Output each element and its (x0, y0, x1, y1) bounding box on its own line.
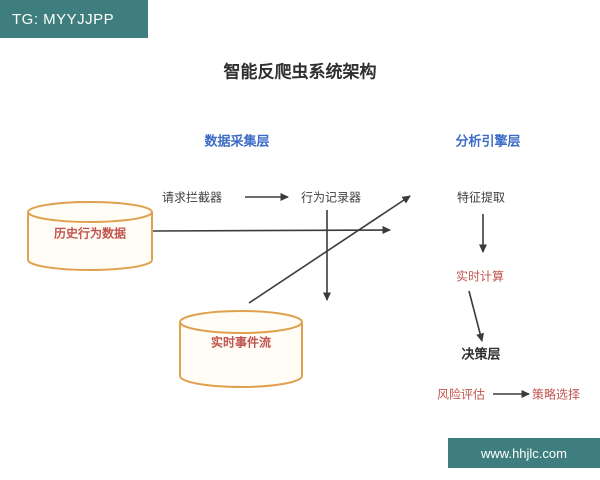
node-feature-extraction: 特征提取 (456, 190, 506, 205)
event-stream-label: 实时事件流 (210, 335, 272, 350)
layer-label-analysis-engine: 分析引擎层 (455, 133, 521, 149)
node-request-interceptor: 请求拦截器 (161, 190, 223, 205)
node-risk-assessment: 风险评估 (436, 387, 486, 402)
layer-label-decision: 决策层 (461, 346, 501, 362)
tg-badge: TG: MYYJJPP (0, 0, 148, 38)
diagram-title: 智能反爬虫系统架构 (223, 62, 377, 82)
event-stream-cylinder (179, 310, 303, 388)
node-strategy-selection: 策略选择 (531, 387, 581, 402)
history-data-label: 历史行为数据 (53, 226, 127, 241)
layer-label-data-collection: 数据采集层 (204, 133, 270, 149)
history-data-cylinder-top-arc (27, 211, 153, 223)
arrow-compute-to-decision (468, 290, 484, 342)
arrow-stream-up-right (248, 195, 411, 304)
node-behavior-recorder: 行为记录器 (300, 190, 362, 205)
node-realtime-compute: 实时计算 (455, 269, 505, 284)
arrow-history-data-right (152, 226, 391, 235)
watermark-badge: www.hhjlc.com (448, 438, 600, 468)
event-stream-cylinder-top-arc (179, 321, 303, 334)
history-data-cylinder (27, 201, 153, 271)
